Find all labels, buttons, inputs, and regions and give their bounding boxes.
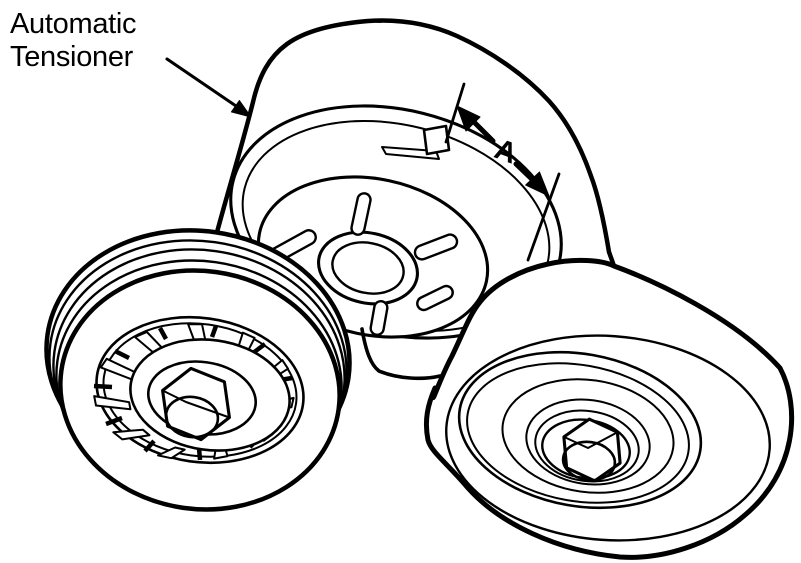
tensioner-slot-top — [350, 192, 372, 236]
idler-ring-4 — [525, 398, 651, 486]
notch — [209, 325, 219, 338]
dimension-tick-left — [444, 82, 466, 144]
callout: Automatic Tensioner — [10, 8, 252, 118]
leader-line — [165, 57, 238, 108]
idler-ring-1 — [457, 350, 703, 510]
spoke — [112, 428, 151, 441]
hex-bolt-left-facet — [161, 389, 231, 419]
tensioner-slot-right — [413, 233, 459, 261]
dimension-tick-right — [526, 172, 561, 262]
tensioner-center-ring — [317, 230, 419, 306]
flange-inner-edge-inner — [102, 322, 298, 458]
idler-ring-2 — [466, 362, 690, 504]
notch — [93, 383, 113, 390]
dimension-arrowhead-upper-icon — [456, 105, 481, 132]
idler-ring-3 — [501, 378, 675, 494]
tensioner-slot-lower-right — [416, 284, 454, 312]
dimension-arrowhead-lower-icon — [525, 171, 550, 197]
tensioner-center-hole — [331, 241, 405, 295]
bolt-face-left — [164, 395, 220, 439]
grooved-pulley — [44, 228, 352, 512]
callout-line1: Automatic — [10, 8, 136, 40]
notch — [143, 439, 156, 453]
idler-pulley — [423, 257, 795, 560]
indicator-window — [381, 146, 440, 160]
notch — [105, 415, 123, 427]
notch — [113, 348, 131, 361]
hex-bolt-right-facet — [562, 431, 619, 449]
idler-face-rim — [445, 334, 771, 542]
notch — [158, 326, 168, 341]
pointer-tab — [422, 124, 451, 156]
tensioner-slot-bottom — [369, 299, 389, 337]
tensioner-body-silhouette — [213, 18, 617, 269]
spoke — [93, 395, 132, 411]
bolt-face-right — [561, 440, 617, 482]
leader-arrowhead-icon — [230, 100, 252, 118]
callout-line2: Tensioner — [10, 41, 134, 73]
spoke — [157, 446, 186, 460]
idler-silhouette — [423, 257, 795, 560]
idler-ring-5 — [534, 409, 640, 483]
flange-inner-edge-outer — [95, 315, 305, 465]
tensioner-neck — [360, 327, 442, 381]
